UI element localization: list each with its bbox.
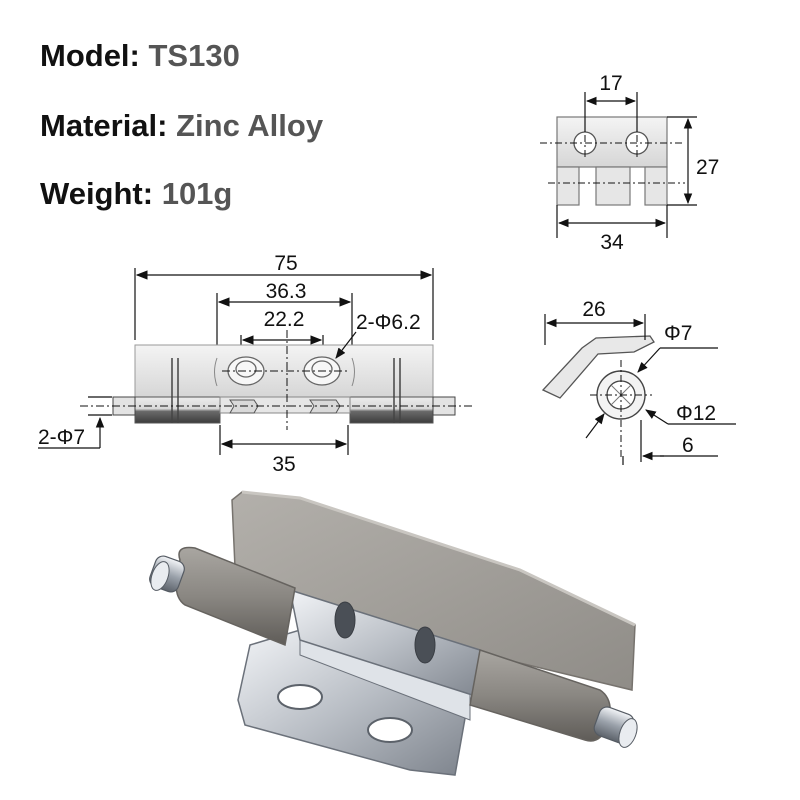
material-label: Material:: [40, 108, 168, 143]
side-barrel-diameter-label: Φ12: [676, 402, 716, 425]
side-view-drawing: 26 Φ7 Φ12 6: [541, 298, 736, 465]
pin-callout-label: 2-Φ7: [38, 426, 85, 449]
side-pin-diameter-label: Φ7: [664, 322, 692, 345]
material-line: Material: Zinc Alloy: [40, 108, 323, 144]
center-span-label: 36.3: [266, 280, 307, 303]
hinge-product-image: [149, 490, 638, 776]
hole-callout-label: 2-Φ6.2: [356, 311, 421, 334]
overall-length-label: 75: [274, 252, 297, 275]
material-value: Zinc Alloy: [176, 108, 324, 143]
weight-line: Weight: 101g: [40, 176, 232, 212]
weight-value: 101g: [161, 176, 233, 211]
front-view-drawing: 75 36.3 22.2 2-Φ6.2 2-Φ7 35: [38, 252, 472, 476]
side-arm-length-label: 26: [582, 298, 605, 321]
side-offset-label: 6: [682, 434, 694, 457]
model-label: Model:: [40, 38, 140, 73]
model-line: Model: TS130: [40, 38, 240, 74]
hole-spacing-label: 22.2: [264, 308, 305, 331]
model-value: TS130: [148, 38, 240, 73]
top-height-label: 27: [696, 156, 719, 179]
bottom-span-label: 35: [272, 453, 295, 476]
top-width-label: 34: [600, 231, 624, 254]
top-view-drawing: 17 27 34: [540, 72, 719, 254]
weight-label: Weight:: [40, 176, 154, 211]
top-hole-spacing-label: 17: [599, 72, 622, 95]
